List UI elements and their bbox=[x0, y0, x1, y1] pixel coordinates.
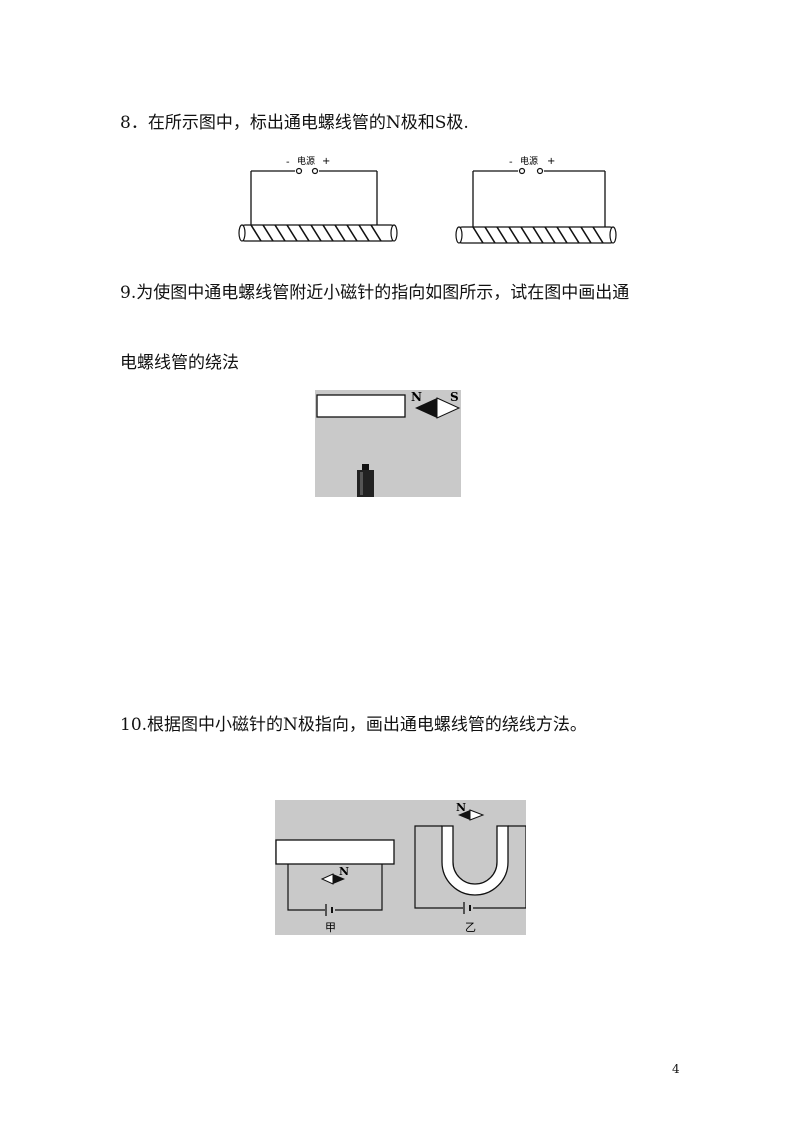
north-label: N bbox=[411, 390, 422, 404]
page-number: 4 bbox=[672, 1062, 680, 1076]
figure-yi: N 乙 bbox=[414, 801, 526, 934]
question-10: 10.根据图中小磁针的N极指向，画出通电螺线管的绕线方法。 bbox=[120, 715, 587, 735]
question-8: 8．在所示图中，标出通电螺线管的N极和S极. bbox=[120, 113, 469, 133]
power-source-label: 电源 bbox=[520, 155, 538, 167]
figure-9-solenoid-compass: N S bbox=[315, 390, 461, 497]
coil-windings bbox=[250, 224, 382, 242]
minus-label: - bbox=[509, 157, 513, 168]
question-9-line-1: 9.为使图中通电螺线管附近小磁针的指向如图所示，试在图中画出通 bbox=[120, 283, 630, 303]
figure-10-solenoids: N 甲 N 乙 bbox=[275, 800, 526, 935]
compass-needle bbox=[320, 873, 345, 885]
figure-background bbox=[275, 800, 526, 935]
u-shaped-core bbox=[441, 825, 509, 896]
terminal-minus bbox=[518, 167, 526, 175]
coil-windings bbox=[472, 226, 604, 244]
north-label: N bbox=[456, 801, 466, 814]
solenoid-right: - 电源 + bbox=[455, 155, 617, 244]
label-jia: 甲 bbox=[325, 921, 336, 934]
solenoid-rect bbox=[275, 839, 395, 865]
terminal-plus bbox=[536, 167, 544, 175]
minus-label: - bbox=[286, 157, 290, 168]
terminal-plus bbox=[311, 167, 319, 175]
power-source-label: 电源 bbox=[297, 155, 315, 167]
question-9-line-2: 电螺线管的绕法 bbox=[120, 353, 239, 373]
terminal-minus bbox=[295, 167, 303, 175]
plus-label: + bbox=[547, 156, 555, 167]
compass-needle bbox=[415, 397, 461, 419]
north-label: N bbox=[339, 865, 349, 878]
compass-needle bbox=[458, 809, 485, 821]
plus-label: + bbox=[322, 156, 330, 167]
figure-8-solenoids: - 电源 + - 电源 + bbox=[238, 155, 617, 244]
label-yi: 乙 bbox=[465, 921, 476, 934]
battery-icon bbox=[357, 464, 374, 497]
solenoid-left: - 电源 + bbox=[238, 155, 398, 242]
south-label: S bbox=[450, 390, 459, 404]
figure-jia: N 甲 bbox=[275, 839, 395, 934]
solenoid-rect bbox=[316, 394, 406, 418]
